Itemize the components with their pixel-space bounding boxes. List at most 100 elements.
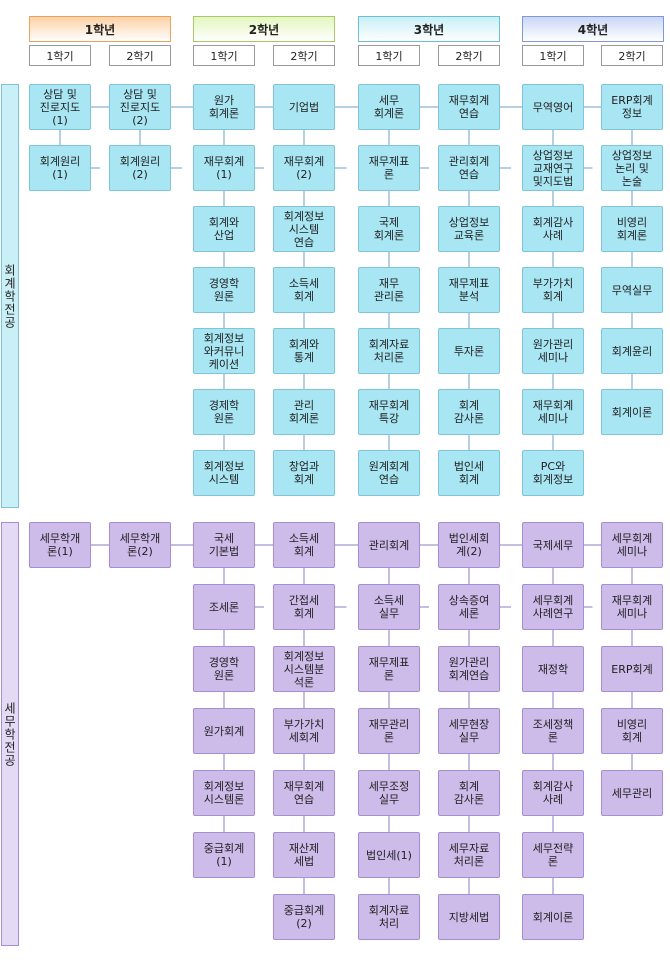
course-box[interactable]: 회계 감사론 bbox=[438, 770, 500, 816]
course-box[interactable]: 재무제표 론 bbox=[358, 646, 420, 692]
course-box[interactable]: 관리회계 bbox=[358, 522, 420, 568]
semester-header: 1학기 bbox=[193, 45, 255, 66]
course-box[interactable]: 재산제 세법 bbox=[273, 832, 335, 878]
course-box[interactable]: 조세정책 론 bbox=[522, 708, 584, 754]
semester-header: 2학기 bbox=[601, 45, 663, 66]
course-box[interactable]: 지방세법 bbox=[438, 894, 500, 940]
course-box[interactable]: 조세론 bbox=[193, 584, 255, 630]
major-label: 세무학전공 bbox=[1, 522, 19, 946]
course-box[interactable]: 회계정보 와커뮤니 케이션 bbox=[193, 328, 255, 374]
course-box[interactable]: 경제학 원론 bbox=[193, 389, 255, 435]
course-box[interactable]: 법인세 회계 bbox=[438, 450, 500, 496]
course-box[interactable]: 세무 회계론 bbox=[358, 84, 420, 130]
course-box[interactable]: 재무회계 (2) bbox=[273, 145, 335, 191]
course-box[interactable]: 소득세 회계 bbox=[273, 267, 335, 313]
course-box[interactable]: 재무회계 (1) bbox=[193, 145, 255, 191]
course-box[interactable]: 관리회계 연습 bbox=[438, 145, 500, 191]
course-box[interactable]: 재무회계 연습 bbox=[273, 770, 335, 816]
course-box[interactable]: 원가관리 세미나 bbox=[522, 328, 584, 374]
course-box[interactable]: 회계원리 (1) bbox=[29, 145, 91, 191]
course-box[interactable]: 상업정보 교육론 bbox=[438, 206, 500, 252]
semester-header: 2학기 bbox=[109, 45, 171, 66]
course-box[interactable]: 세무학개 론(1) bbox=[29, 522, 91, 568]
course-box[interactable]: 회계자료 처리론 bbox=[358, 328, 420, 374]
course-box[interactable]: 법인세(1) bbox=[358, 832, 420, 878]
course-box[interactable]: 세무조정 실무 bbox=[358, 770, 420, 816]
course-box[interactable]: 회계이론 bbox=[601, 389, 663, 435]
year-header: 4학년 bbox=[522, 16, 664, 42]
course-box[interactable]: 원계회계 연습 bbox=[358, 450, 420, 496]
course-box[interactable]: 세무회계 사례연구 bbox=[522, 584, 584, 630]
course-box[interactable]: ERP회계 정보 bbox=[601, 84, 663, 130]
course-box[interactable]: 재무회계 특강 bbox=[358, 389, 420, 435]
course-box[interactable]: 국제 회계론 bbox=[358, 206, 420, 252]
course-box[interactable]: 회계감사 사례 bbox=[522, 206, 584, 252]
course-box[interactable]: 경영학 원론 bbox=[193, 646, 255, 692]
course-box[interactable]: 세무관리 bbox=[601, 770, 663, 816]
course-box[interactable]: 원가 회계론 bbox=[193, 84, 255, 130]
course-box[interactable]: 상담 및 진로지도 (2) bbox=[109, 84, 171, 130]
course-box[interactable]: 창업과 회계 bbox=[273, 450, 335, 496]
course-box[interactable]: 회계원리 (2) bbox=[109, 145, 171, 191]
course-box[interactable]: 관리 회계론 bbox=[273, 389, 335, 435]
course-box[interactable]: 재무회계 세미나 bbox=[522, 389, 584, 435]
course-box[interactable]: 중급회계 (2) bbox=[273, 894, 335, 940]
course-box[interactable]: 회계정보 시스템론 bbox=[193, 770, 255, 816]
course-box[interactable]: 세무자료 처리론 bbox=[438, 832, 500, 878]
course-box[interactable]: 재정학 bbox=[522, 646, 584, 692]
course-box[interactable]: 세무회계 세미나 bbox=[601, 522, 663, 568]
course-box[interactable]: 기업법 bbox=[273, 84, 335, 130]
semester-header: 1학기 bbox=[358, 45, 420, 66]
course-box[interactable]: 무역실무 bbox=[601, 267, 663, 313]
major-label: 회계학전공 bbox=[1, 84, 19, 508]
semester-header: 2학기 bbox=[438, 45, 500, 66]
course-box[interactable]: 투자론 bbox=[438, 328, 500, 374]
course-box[interactable]: 상업정보 논리 및 논술 bbox=[601, 145, 663, 191]
course-box[interactable]: 회계자료 처리 bbox=[358, 894, 420, 940]
course-box[interactable]: 소득세 실무 bbox=[358, 584, 420, 630]
course-box[interactable]: 회계윤리 bbox=[601, 328, 663, 374]
course-box[interactable]: 세무학개 론(2) bbox=[109, 522, 171, 568]
course-box[interactable]: 간접세 회계 bbox=[273, 584, 335, 630]
course-box[interactable]: 회계와 통계 bbox=[273, 328, 335, 374]
course-box[interactable]: 상업정보 교재연구 및지도법 bbox=[522, 145, 584, 191]
course-box[interactable]: 상담 및 진로지도 (1) bbox=[29, 84, 91, 130]
course-box[interactable]: 회계정보 시스템 bbox=[193, 450, 255, 496]
course-box[interactable]: 원가회계 bbox=[193, 708, 255, 754]
course-box[interactable]: 회계감사 사례 bbox=[522, 770, 584, 816]
course-box[interactable]: 부가가치 세회계 bbox=[273, 708, 335, 754]
semester-header: 2학기 bbox=[273, 45, 335, 66]
course-box[interactable]: 재무회계 연습 bbox=[438, 84, 500, 130]
course-box[interactable]: 재무관리 론 bbox=[358, 708, 420, 754]
course-box[interactable]: 소득세 회계 bbox=[273, 522, 335, 568]
course-box[interactable]: PC와 회계정보 bbox=[522, 450, 584, 496]
course-box[interactable]: ERP회계 bbox=[601, 646, 663, 692]
course-box[interactable]: 경영학 원론 bbox=[193, 267, 255, 313]
course-box[interactable]: 세무전략 론 bbox=[522, 832, 584, 878]
course-box[interactable]: 회계 감사론 bbox=[438, 389, 500, 435]
year-header: 2학년 bbox=[193, 16, 335, 42]
year-header: 3학년 bbox=[358, 16, 500, 42]
course-box[interactable]: 비영리 회계론 bbox=[601, 206, 663, 252]
course-box[interactable]: 회계정보 시스템분 석론 bbox=[273, 646, 335, 692]
course-box[interactable]: 상속증여 세론 bbox=[438, 584, 500, 630]
course-box[interactable]: 세무현장 실무 bbox=[438, 708, 500, 754]
course-box[interactable]: 중급회계 (1) bbox=[193, 832, 255, 878]
course-box[interactable]: 비영리 회계 bbox=[601, 708, 663, 754]
course-box[interactable]: 회계이론 bbox=[522, 894, 584, 940]
course-box[interactable]: 재무회계 세미나 bbox=[601, 584, 663, 630]
course-box[interactable]: 법인세회 계(2) bbox=[438, 522, 500, 568]
course-box[interactable]: 부가가치 회계 bbox=[522, 267, 584, 313]
course-box[interactable]: 무역영어 bbox=[522, 84, 584, 130]
semester-header: 1학기 bbox=[29, 45, 91, 66]
course-box[interactable]: 회계와 산업 bbox=[193, 206, 255, 252]
course-box[interactable]: 회계정보 시스템 연습 bbox=[273, 206, 335, 252]
course-box[interactable]: 재무 관리론 bbox=[358, 267, 420, 313]
course-box[interactable]: 재무제표 분석 bbox=[438, 267, 500, 313]
semester-header: 1학기 bbox=[522, 45, 584, 66]
course-box[interactable]: 국제세무 bbox=[522, 522, 584, 568]
course-box[interactable]: 원가관리 회계연습 bbox=[438, 646, 500, 692]
course-box[interactable]: 국세 기본법 bbox=[193, 522, 255, 568]
course-box[interactable]: 재무제표 론 bbox=[358, 145, 420, 191]
